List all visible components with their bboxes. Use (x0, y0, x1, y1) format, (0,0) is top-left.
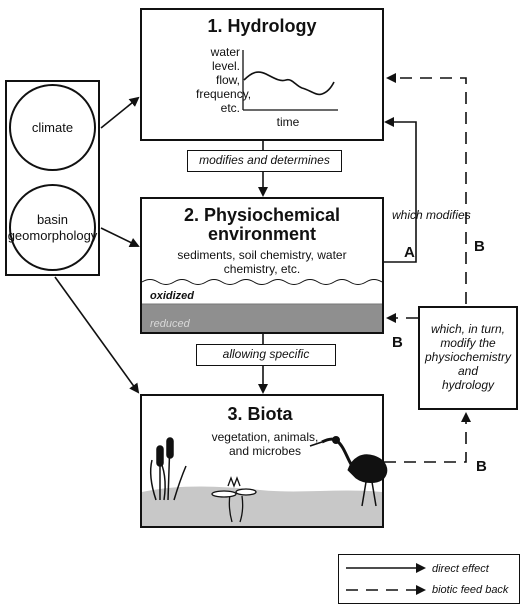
arrow-a-physio-hydrology (384, 117, 417, 263)
oxidized-label: oxidized (150, 290, 195, 302)
arrowhead-hydrology (386, 73, 396, 83)
cattail-plant (149, 437, 187, 501)
basin-geomorphology-circle: basin geomorphology (7, 184, 98, 271)
allowing-specific-label: allowing specific (196, 344, 336, 366)
reduced-layer (142, 304, 382, 332)
letter-a: A (404, 244, 415, 261)
arrow-basin-physio (100, 227, 140, 247)
legend-direct-label: direct effect (432, 563, 489, 575)
physio-desc-line1: sediments, soil chemistry, water (177, 248, 347, 262)
letter-b-bottom: B (476, 458, 487, 475)
ylabel-line: frequency, (196, 87, 252, 101)
feedback-line: hydrology (441, 378, 495, 392)
feedback-line: and (457, 364, 479, 378)
physio-title-line2: environment (207, 224, 317, 244)
legend-feedback-arrowhead (416, 585, 426, 595)
feedback-text: which, in turn, modify the physiochemist… (418, 322, 518, 392)
feedback-line: which, in turn, (430, 322, 506, 336)
legend-box (338, 554, 520, 604)
feedback-line: modify the (440, 336, 496, 350)
reduced-label: reduced (150, 318, 190, 330)
ylabel-line: etc. (220, 101, 240, 115)
climate-label: climate (31, 119, 74, 135)
ylabel-line: water (210, 45, 240, 59)
modifies-determines-label: modifies and determines (187, 150, 342, 172)
feedback-box (418, 306, 518, 410)
ylabel-line: level. (211, 59, 240, 73)
basin-label-line2: geomorphology (7, 227, 98, 243)
heron (309, 436, 388, 507)
ylabel-line: flow, (215, 73, 240, 87)
hydrology-title: 1. Hydrology (207, 16, 317, 36)
water-surface (141, 279, 383, 285)
hydrology-xlabel: time (276, 115, 300, 129)
biota-desc-line1: vegetation, animals, (211, 430, 319, 444)
letter-b-middle: B (392, 334, 403, 351)
water-lily (211, 476, 257, 523)
feedback-to-hydrology (390, 77, 467, 304)
hydrology-box (140, 8, 384, 141)
arrowhead-physio (386, 313, 396, 323)
feedback-line: physiochemistry (424, 350, 512, 364)
ground (142, 486, 382, 526)
hydrology-ylabel: water level. flow, frequency, etc. (196, 45, 252, 115)
arrowhead-feedback-box (461, 412, 471, 422)
which-modifies-label: which modifies (390, 208, 473, 222)
arrow-climate-hydrology (100, 96, 140, 129)
biota-desc-line2: and microbes (228, 444, 302, 458)
biota-title: 3. Biota (227, 404, 293, 424)
legend-feedback-label: biotic feed back (432, 584, 509, 596)
physio-desc-line2: chemistry, etc. (223, 262, 301, 276)
hydrology-chart (242, 50, 338, 111)
chart-line (243, 71, 335, 96)
physio-title-line1: 2. Physiochemical (183, 205, 341, 225)
letter-b-top: B (474, 238, 485, 255)
feedback-from-biota (384, 418, 467, 463)
basin-label-line1: basin (36, 211, 69, 227)
arrow-basin-biota (54, 276, 140, 394)
climate-circle: climate (9, 84, 96, 171)
